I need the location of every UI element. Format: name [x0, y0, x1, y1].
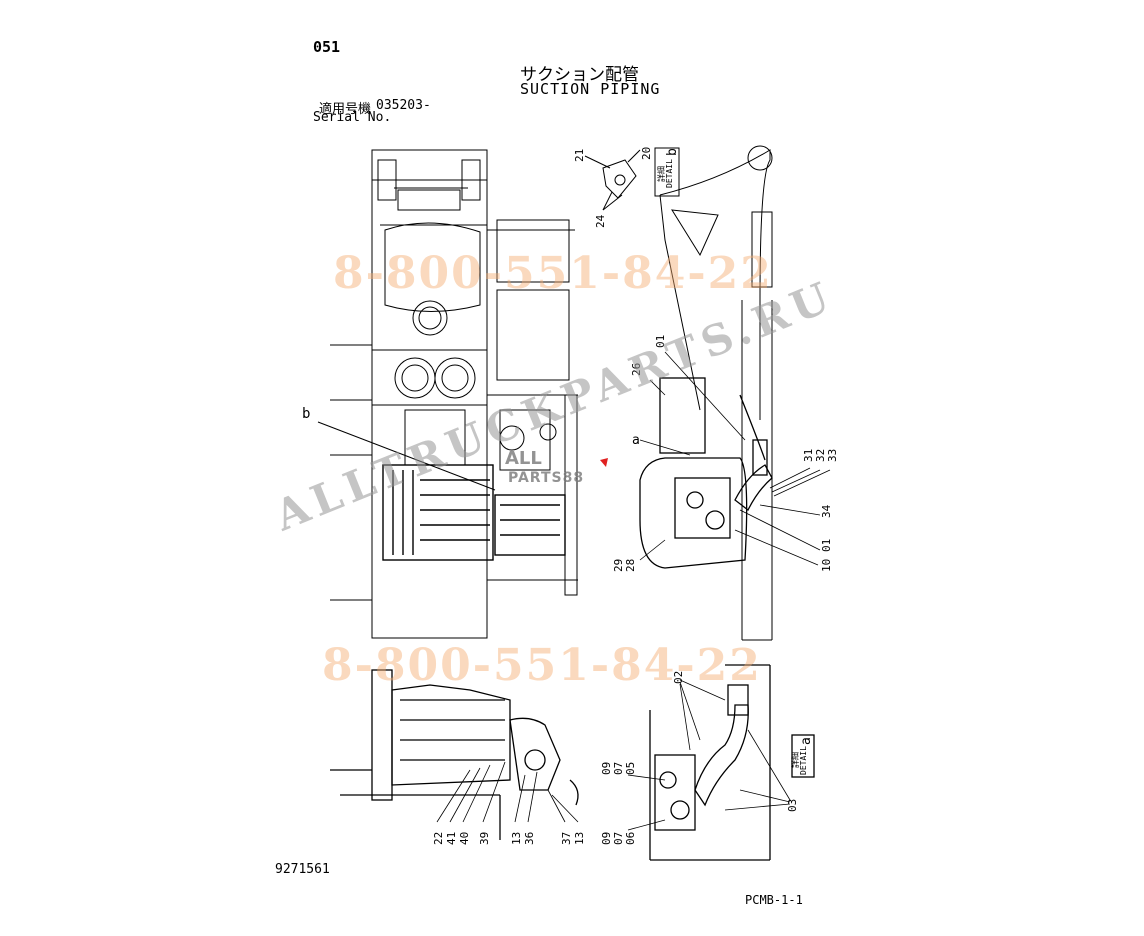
callout-32: 32 — [814, 449, 827, 462]
callout-07-bottom: 07 — [612, 832, 625, 845]
callout-37: 37 — [560, 832, 573, 845]
leader-b — [317, 421, 496, 491]
callout-leaders-bottom-left — [436, 761, 579, 823]
serial-label-english: Serial No. — [313, 110, 392, 125]
detail-a-word: DETAIL — [799, 746, 808, 775]
callout-05: 05 — [624, 762, 637, 775]
main-frame-top-view — [330, 149, 578, 639]
callout-33: 33 — [826, 449, 839, 462]
callout-39: 39 — [478, 832, 491, 845]
callout-28: 28 — [624, 559, 637, 572]
callout-13-left: 13 — [510, 832, 523, 845]
detail-b-view — [584, 147, 680, 211]
callout-07-top: 07 — [612, 762, 625, 775]
callout-10: 10 — [820, 559, 833, 572]
detail-a-word-ja: 詳細 — [790, 752, 800, 768]
page-code: PCMB-1-1 — [745, 893, 803, 907]
watermark-phone-bottom: 8-800-551-84-22 — [322, 640, 762, 691]
detail-a-title: a — [799, 737, 814, 745]
page-number: 051 — [313, 38, 341, 56]
callout-20: 20 — [640, 147, 653, 160]
boom-side-view — [659, 145, 773, 641]
red-marker — [600, 458, 608, 467]
detail-letter-b: b — [302, 406, 310, 422]
callout-22: 22 — [432, 832, 445, 845]
detail-b-title: b — [665, 148, 680, 156]
detail-a-pump-view — [639, 377, 773, 569]
callout-06: 06 — [624, 832, 637, 845]
callout-leaders-right-upper — [639, 351, 831, 566]
watermark-logo: ALL — [505, 448, 542, 469]
watermark-phone-top: 8-800-551-84-22 — [333, 248, 773, 299]
callout-leaders-bottom-right — [627, 679, 791, 831]
callout-01-right: 01 — [820, 539, 833, 552]
callout-31: 31 — [802, 449, 815, 462]
callout-26: 26 — [630, 363, 643, 376]
callout-24: 24 — [594, 214, 607, 228]
callout-02: 02 — [672, 671, 685, 684]
callout-40: 40 — [458, 832, 471, 845]
callout-03: 03 — [786, 799, 799, 812]
callout-29: 29 — [612, 559, 625, 572]
detail-b-word: DETAIL — [665, 159, 674, 188]
title-japanese: サクション配管 — [520, 65, 639, 85]
callout-36: 36 — [523, 832, 536, 845]
callout-09-bottom: 09 — [600, 832, 613, 845]
detail-a-bottom-view — [649, 664, 815, 861]
document-number: 9271561 — [275, 862, 330, 877]
serial-label-japanese: 適用号機 — [319, 102, 372, 117]
title-english: SUCTION PIPING — [520, 80, 661, 98]
engine-side-view — [330, 669, 579, 840]
callout-41: 41 — [445, 832, 458, 845]
detail-b-word-ja: 詳細 — [656, 166, 666, 182]
engine-top-view — [382, 464, 566, 561]
detail-letter-a: a — [632, 433, 640, 448]
serial-value: 035203- — [376, 98, 431, 113]
watermark-logo-sub: PARTS88 — [508, 470, 585, 486]
callout-13-right: 13 — [573, 832, 586, 845]
callout-01-top: 01 — [654, 335, 667, 348]
callout-21: 21 — [573, 149, 586, 162]
callout-09-top: 09 — [600, 762, 613, 775]
callout-34: 34 — [820, 504, 833, 518]
